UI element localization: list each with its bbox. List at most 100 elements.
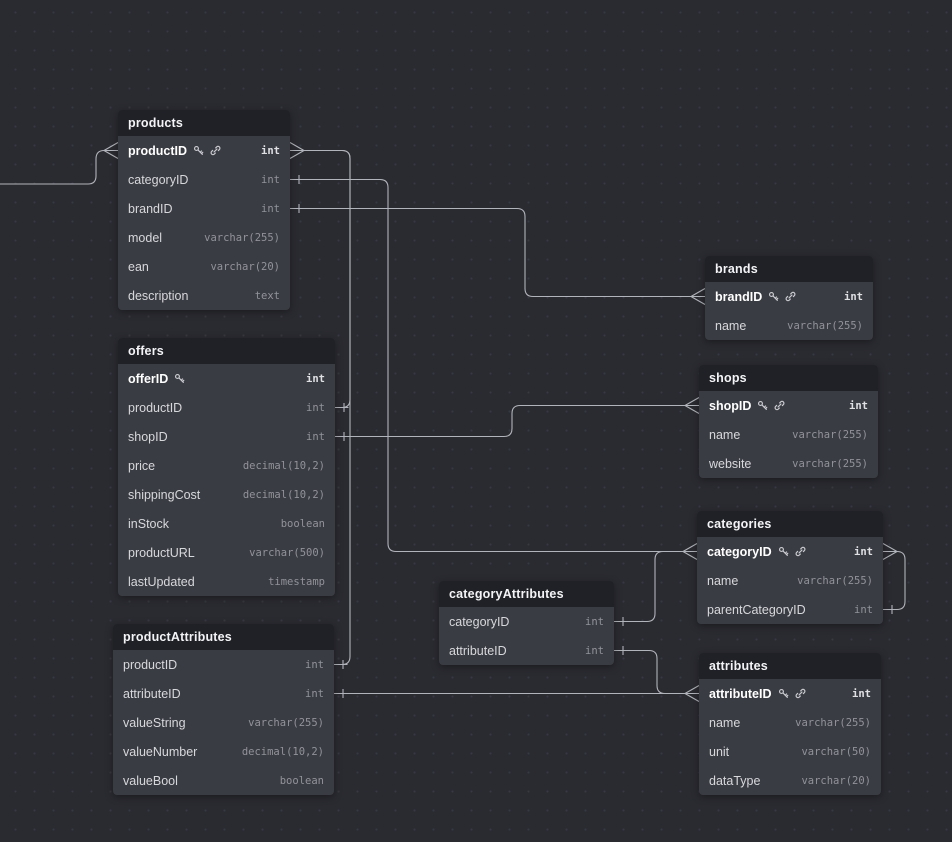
key-icon xyxy=(757,400,768,411)
table-shops[interactable]: shops shopID int name varchar(255) websi… xyxy=(699,365,878,478)
field-row[interactable]: description text xyxy=(118,281,290,310)
field-row[interactable]: valueNumber decimal(10,2) xyxy=(113,737,334,766)
key-icon xyxy=(193,145,204,156)
link-icon xyxy=(774,400,785,411)
field-row[interactable]: price decimal(10,2) xyxy=(118,451,335,480)
link-icon xyxy=(795,546,806,557)
field-type: decimal(10,2) xyxy=(241,745,324,758)
rel-products-categoryID-categories[interactable] xyxy=(290,178,683,553)
field-row[interactable]: productID int xyxy=(113,650,334,679)
table-brands[interactable]: brands brandID int name varchar(255) xyxy=(705,256,873,340)
field-name: lastUpdated xyxy=(128,574,195,589)
field-name: unit xyxy=(709,744,730,759)
table-categories[interactable]: categories categoryID int name varchar(2… xyxy=(697,511,883,624)
field-row[interactable]: productURL varchar(500) xyxy=(118,538,335,567)
table-title: categories xyxy=(707,517,772,531)
field-row[interactable]: attributeID int xyxy=(439,636,614,665)
field-row[interactable]: name varchar(255) xyxy=(705,311,873,340)
field-type: int xyxy=(585,615,604,628)
field-row[interactable]: productID int xyxy=(118,393,335,422)
table-header[interactable]: shops xyxy=(699,365,878,391)
field-type: int xyxy=(305,687,324,700)
table-header[interactable]: brands xyxy=(705,256,873,282)
many-cardinality-marker xyxy=(103,142,119,159)
field-row[interactable]: ean varchar(20) xyxy=(118,252,290,281)
field-type: varchar(255) xyxy=(792,457,868,470)
field-row[interactable]: productID int xyxy=(118,136,290,165)
field-type: int xyxy=(306,372,325,385)
field-row[interactable]: brandID int xyxy=(705,282,873,311)
table-header[interactable]: attributes xyxy=(699,653,881,679)
field-row[interactable]: categoryID int xyxy=(697,537,883,566)
field-row[interactable]: offerID int xyxy=(118,364,335,393)
field-row[interactable]: name varchar(255) xyxy=(699,420,878,449)
field-type: int xyxy=(305,658,324,671)
field-row[interactable]: model varchar(255) xyxy=(118,223,290,252)
rel-offers-shopID-shops[interactable] xyxy=(335,404,685,438)
field-type: int xyxy=(852,687,871,700)
field-row[interactable]: categoryID int xyxy=(439,607,614,636)
field-row[interactable]: valueBool boolean xyxy=(113,766,334,795)
key-icon xyxy=(778,546,789,557)
field-row[interactable]: valueString varchar(255) xyxy=(113,708,334,737)
field-row[interactable]: name varchar(255) xyxy=(699,708,881,737)
field-row[interactable]: brandID int xyxy=(118,194,290,223)
field-type: varchar(500) xyxy=(249,546,325,559)
rel-products-brandID-brands[interactable] xyxy=(290,207,691,298)
field-name: name xyxy=(707,573,739,588)
field-type: int xyxy=(261,144,280,157)
table-offers[interactable]: offers offerID int productID int shopID … xyxy=(118,338,335,596)
table-header[interactable]: categories xyxy=(697,511,883,537)
table-attributes[interactable]: attributes attributeID int name varchar(… xyxy=(699,653,881,795)
rel-offcanvas-products[interactable] xyxy=(0,149,105,185)
field-row[interactable]: website varchar(255) xyxy=(699,449,878,478)
field-row[interactable]: lastUpdated timestamp xyxy=(118,567,335,596)
one-cardinality-marker xyxy=(339,432,349,441)
field-row[interactable]: dataType varchar(20) xyxy=(699,766,881,795)
field-name: ean xyxy=(128,259,149,274)
field-type: int xyxy=(306,430,325,443)
field-type: varchar(255) xyxy=(248,716,324,729)
field-name: parentCategoryID xyxy=(707,602,806,617)
rel-categories-parentCategoryID-self[interactable] xyxy=(883,550,906,611)
link-icon xyxy=(210,145,221,156)
table-productAttributes[interactable]: productAttributes productID int attribut… xyxy=(113,624,334,795)
table-header[interactable]: offers xyxy=(118,338,335,364)
table-title: shops xyxy=(709,371,747,385)
field-type: boolean xyxy=(279,774,324,787)
field-row[interactable]: shopID int xyxy=(699,391,878,420)
field-row[interactable]: shippingCost decimal(10,2) xyxy=(118,480,335,509)
table-products[interactable]: products productID int categoryID int br… xyxy=(118,110,290,310)
field-name: valueString xyxy=(123,715,186,730)
field-name: description xyxy=(128,288,189,303)
field-row[interactable]: attributeID int xyxy=(113,679,334,708)
table-header[interactable]: productAttributes xyxy=(113,624,334,650)
table-title: productAttributes xyxy=(123,630,232,644)
table-categoryAttributes[interactable]: categoryAttributes categoryID int attrib… xyxy=(439,581,614,665)
field-row[interactable]: categoryID int xyxy=(118,165,290,194)
field-row[interactable]: name varchar(255) xyxy=(697,566,883,595)
rel-categoryAttributes-attributeID-attributes[interactable] xyxy=(614,649,685,695)
one-cardinality-marker xyxy=(338,689,348,698)
field-type: decimal(10,2) xyxy=(242,459,325,472)
field-row[interactable]: shopID int xyxy=(118,422,335,451)
field-row[interactable]: unit varchar(50) xyxy=(699,737,881,766)
field-name: shopID xyxy=(128,429,168,444)
table-header[interactable]: products xyxy=(118,110,290,136)
field-name: website xyxy=(709,456,752,471)
field-row[interactable]: inStock boolean xyxy=(118,509,335,538)
field-row[interactable]: parentCategoryID int xyxy=(697,595,883,624)
link-icon xyxy=(795,688,806,699)
many-cardinality-marker xyxy=(684,397,700,414)
table-title: brands xyxy=(715,262,758,276)
field-name: attributeID xyxy=(123,686,181,701)
field-name: productID xyxy=(128,400,183,415)
field-type: int xyxy=(261,173,280,186)
field-name: productID xyxy=(128,143,188,158)
field-row[interactable]: attributeID int xyxy=(699,679,881,708)
rel-categoryAttributes-categoryID-categories[interactable] xyxy=(614,550,683,623)
field-name: categoryID xyxy=(707,544,772,559)
table-header[interactable]: categoryAttributes xyxy=(439,581,614,607)
